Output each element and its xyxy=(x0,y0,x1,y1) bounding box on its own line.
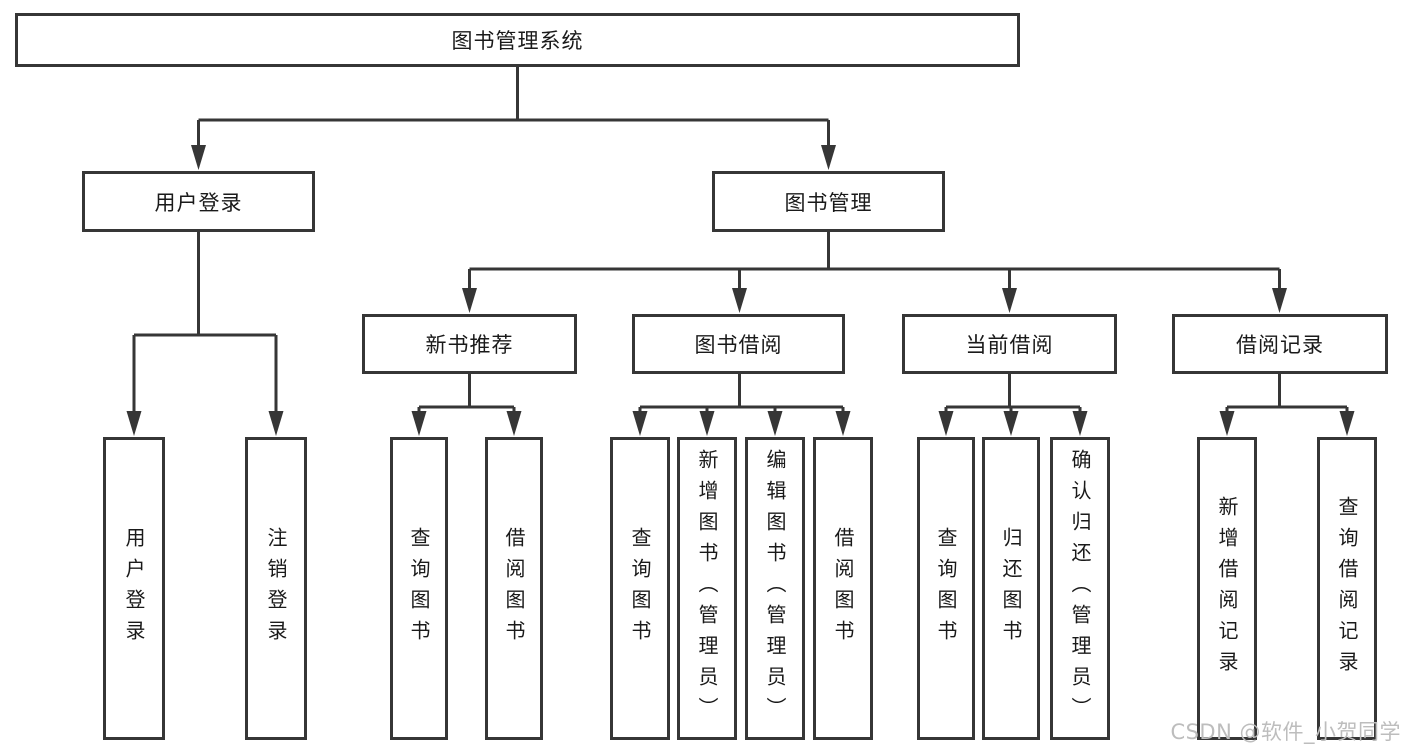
node-book-management-label: 图书管理 xyxy=(784,190,873,215)
leaf-add-borrow-record-label: 新增借阅记录 xyxy=(1215,495,1239,682)
leaf-edit-books-admin: 编辑图书（管理员） xyxy=(745,437,805,740)
leaf-return-books: 归还图书 xyxy=(982,437,1040,740)
leaf-query-books-recommend: 查询图书 xyxy=(390,437,448,740)
connector-book-borrow-to-leaves xyxy=(638,374,845,416)
node-book-borrow-label: 图书借阅 xyxy=(694,333,783,357)
node-user-login-label: 用户登录 xyxy=(154,190,243,215)
leaf-logout: 注销登录 xyxy=(245,437,307,740)
node-current-borrow-label: 当前借阅 xyxy=(965,333,1054,357)
leaf-borrow-books-recommend-label: 借阅图书 xyxy=(502,526,526,651)
leaf-borrow-books: 借阅图书 xyxy=(813,437,873,740)
leaf-user-login-label: 用户登录 xyxy=(122,526,146,651)
leaf-borrow-books-label: 借阅图书 xyxy=(831,526,855,651)
connector-new-book-to-leaves xyxy=(417,374,516,416)
leaf-query-books-current: 查询图书 xyxy=(917,437,975,740)
node-new-book-recommend-label: 新书推荐 xyxy=(425,333,514,357)
node-current-borrow: 当前借阅 xyxy=(902,314,1117,374)
node-borrow-records: 借阅记录 xyxy=(1172,314,1388,374)
leaf-confirm-return-admin-label: 确认归还（管理员） xyxy=(1068,449,1092,728)
connector-root-to-level2 xyxy=(197,67,830,150)
connector-book-mgmt-to-level3 xyxy=(468,232,1281,293)
node-book-management: 图书管理 xyxy=(712,171,945,232)
connector-borrow-records-to-leaves xyxy=(1225,374,1349,416)
leaf-query-books-borrow-label: 查询图书 xyxy=(628,526,652,651)
node-new-book-recommend: 新书推荐 xyxy=(362,314,577,374)
leaf-query-books-borrow: 查询图书 xyxy=(610,437,670,740)
leaf-query-books-current-label: 查询图书 xyxy=(934,526,958,651)
leaf-confirm-return-admin: 确认归还（管理员） xyxy=(1050,437,1110,740)
leaf-return-books-label: 归还图书 xyxy=(999,526,1023,651)
leaf-borrow-books-recommend: 借阅图书 xyxy=(485,437,543,740)
leaf-add-books-admin-label: 新增图书（管理员） xyxy=(695,449,719,728)
leaf-add-borrow-record: 新增借阅记录 xyxy=(1197,437,1257,740)
leaf-add-books-admin: 新增图书（管理员） xyxy=(677,437,737,740)
csdn-watermark: CSDN @软件_小贺同学 xyxy=(1170,720,1401,744)
connector-user-login-to-leaves xyxy=(132,232,278,415)
node-root-label: 图书管理系统 xyxy=(451,29,584,53)
leaf-logout-label: 注销登录 xyxy=(264,526,288,651)
leaf-edit-books-admin-label: 编辑图书（管理员） xyxy=(763,449,787,728)
leaf-query-borrow-record: 查询借阅记录 xyxy=(1317,437,1377,740)
node-book-borrow: 图书借阅 xyxy=(632,314,845,374)
connector-current-borrow-to-leaves xyxy=(944,374,1082,416)
node-borrow-records-label: 借阅记录 xyxy=(1236,333,1324,357)
leaf-query-books-recommend-label: 查询图书 xyxy=(407,526,431,651)
node-user-login: 用户登录 xyxy=(82,171,315,232)
node-root: 图书管理系统 xyxy=(15,13,1020,67)
leaf-user-login: 用户登录 xyxy=(103,437,165,740)
leaf-query-borrow-record-label: 查询借阅记录 xyxy=(1335,495,1359,682)
